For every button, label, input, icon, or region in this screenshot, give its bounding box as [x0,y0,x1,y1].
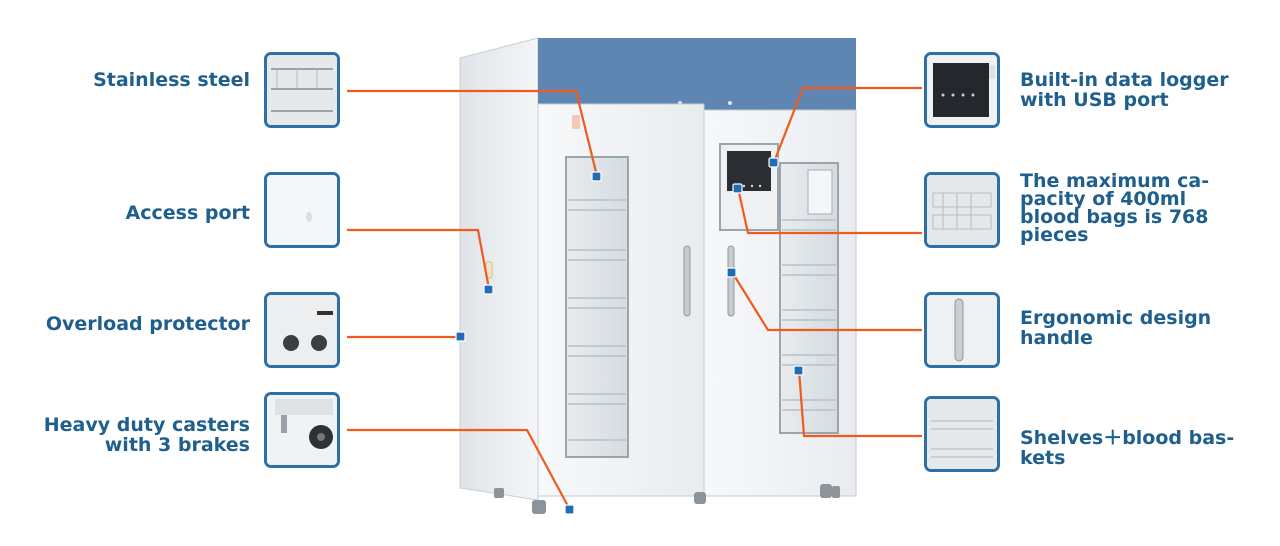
feature-label-data-logger: Built-in data logger with USB port [1020,69,1229,111]
right-handle [727,245,735,317]
point-marker [591,171,602,182]
basket-thumbnail [924,172,1000,248]
point-marker [793,365,804,376]
leader-handle [731,271,922,332]
point-marker [732,183,743,194]
feature-label-overload-protector: Overload protector [45,313,250,335]
leader-data-logger [772,86,922,163]
controller-thumbnail [924,52,1000,128]
shelf-thumbnail [264,52,340,128]
feature-label-blood-bags: The maximum ca- pacity of 400ml blood ba… [1020,170,1210,246]
caster-thumbnail [264,392,340,468]
left-window [565,156,629,458]
leader-blood-bags [736,187,922,235]
leader-casters [347,428,570,509]
handle-thumbnail [924,292,1000,368]
leader-stainless-steel [347,89,599,177]
point-marker [726,267,737,278]
feature-label-handle: Ergonomic design handle [1020,307,1212,349]
point-marker [455,331,466,342]
point-marker [483,284,494,295]
leader-access-port [347,228,491,290]
point-marker [768,157,779,168]
point-marker [564,504,575,515]
feature-label-shelves: Shelves＋blood bas- kets [1020,427,1235,469]
left-handle [683,245,691,317]
cabinet-top-panel [538,38,856,118]
feature-label-casters: Heavy duty casters with 3 brakes [43,414,250,456]
port-thumbnail [264,172,340,248]
feature-label-access-port: Access port [125,202,250,224]
breaker-thumbnail [264,292,340,368]
leader-shelves [797,369,922,438]
feature-label-stainless-steel: Stainless steel [93,69,250,91]
shelves-thumbnail [924,396,1000,472]
